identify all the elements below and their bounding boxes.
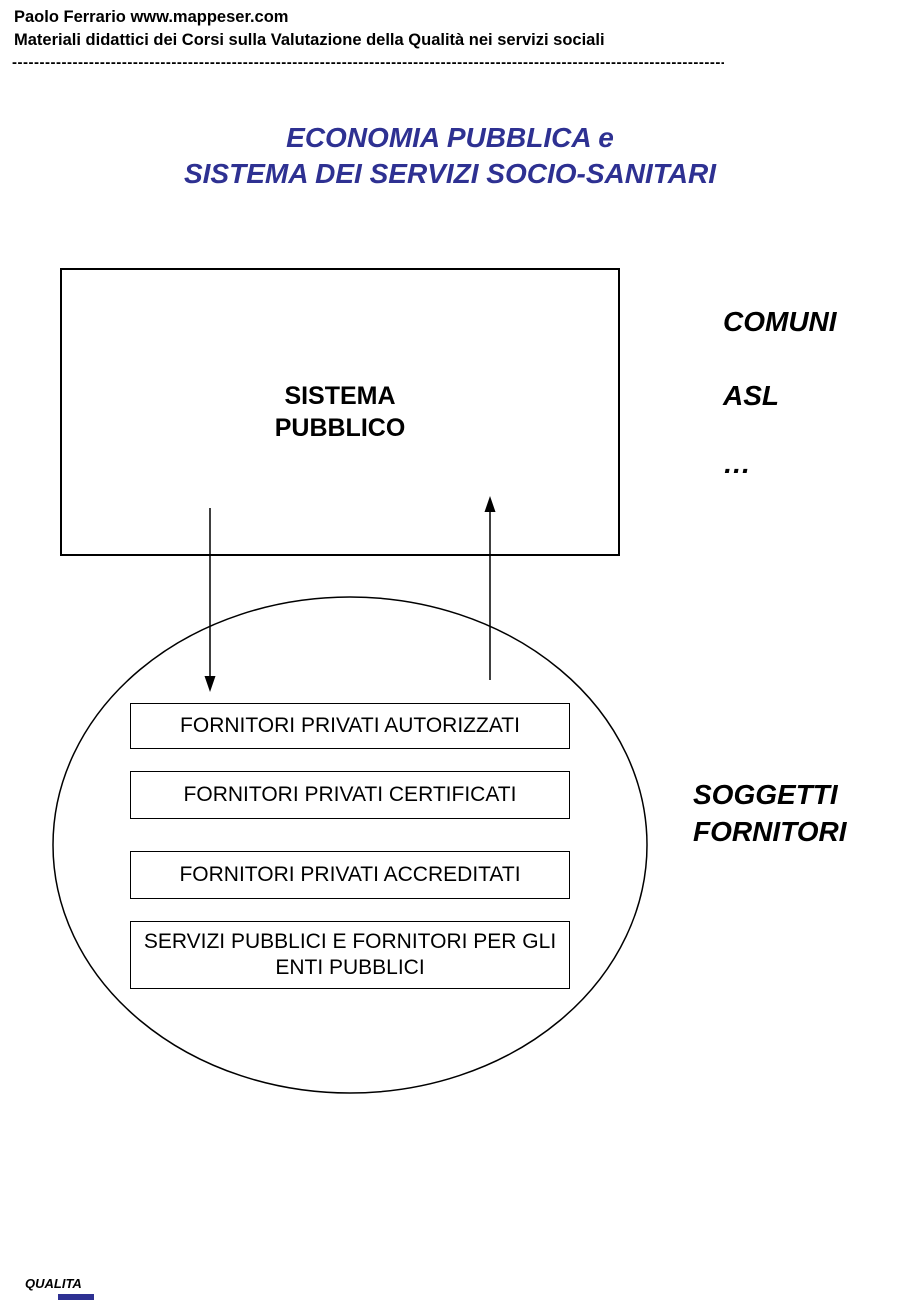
page-title-line1: ECONOMIA PUBBLICA e [286,122,614,153]
right-label-asl: ASL [723,380,779,411]
header-author-line: Paolo Ferrario www.mappeser.com [14,8,289,26]
supplier-box-autorizzati: FORNITORI PRIVATI AUTORIZZATI [130,703,570,749]
page-title-line2: SISTEMA DEI SERVIZI SOCIO-SANITARI [183,158,717,189]
right-label-comuni: COMUNI [723,306,837,337]
sistema-pubblico-line2: PUBBLICO [274,414,406,442]
bottom-blue-mark [58,1294,94,1300]
right-label-ellipsis: … [723,448,751,479]
supplier-box-certificati: FORNITORI PRIVATI CERTIFICATI [130,771,570,819]
group-label-soggetti-fornitori: SOGGETTI FORNITORI [693,776,846,850]
group-label-line2: FORNITORI [693,816,847,847]
suppliers-ellipse [52,596,648,1094]
supplier-box-accreditati: FORNITORI PRIVATI ACCREDITATI [130,851,570,899]
header-subtitle-line: Materiali didattici dei Corsi sulla Valu… [14,31,605,49]
group-label-line1: SOGGETTI [693,779,838,810]
sistema-pubblico-box: SISTEMA PUBBLICO [60,268,620,556]
header-dashed-divider: ----------------------------------------… [12,54,724,71]
sistema-pubblico-line1: SISTEMA [284,382,396,410]
footer-qualita-label: QUALITA [25,1276,82,1291]
page-title: ECONOMIA PUBBLICA e SISTEMA DEI SERVIZI … [0,120,900,192]
supplier-box-servizi-pubblici: SERVIZI PUBBLICI E FORNITORI PER GLI ENT… [130,921,570,989]
